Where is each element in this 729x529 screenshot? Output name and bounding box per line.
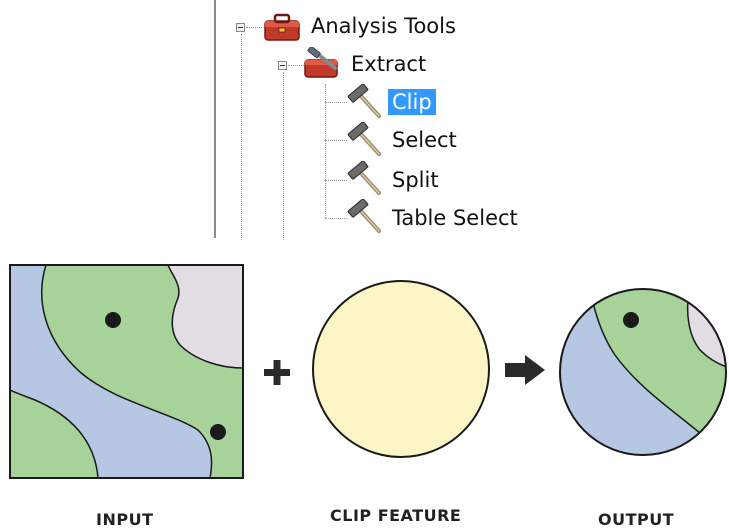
input-caption: INPUT bbox=[96, 510, 154, 529]
point-feature bbox=[105, 312, 121, 328]
hammer-icon bbox=[347, 122, 381, 156]
tree-guide-line bbox=[246, 27, 262, 28]
collapse-toggle-extract[interactable] bbox=[278, 61, 287, 70]
point-feature bbox=[210, 424, 226, 440]
tree-item-split[interactable]: Split bbox=[392, 168, 439, 192]
tree-guide-line bbox=[288, 65, 304, 66]
tree-guide-line bbox=[325, 180, 347, 181]
tree-item-select[interactable]: Select bbox=[392, 128, 457, 152]
hammer-icon bbox=[347, 84, 381, 118]
tree-guide-line bbox=[325, 102, 347, 103]
collapse-toggle-analysis-tools[interactable] bbox=[236, 23, 245, 32]
tree-item-clip[interactable]: Clip bbox=[388, 89, 436, 115]
panel-separator bbox=[214, 0, 216, 238]
hammer-icon bbox=[347, 161, 381, 195]
clip-diagram: INPUT CLIP FEATURE OUTPUT bbox=[0, 240, 729, 529]
toolset-icon bbox=[304, 47, 338, 78]
plus-icon bbox=[264, 360, 290, 385]
input-map bbox=[10, 265, 243, 478]
output-map bbox=[560, 289, 726, 455]
tree-item-analysis-tools[interactable]: Analysis Tools bbox=[311, 14, 456, 38]
arrow-right-icon bbox=[505, 355, 545, 385]
tree-guide-line bbox=[325, 218, 347, 219]
hammer-icon bbox=[347, 199, 381, 233]
tree-guide-line bbox=[283, 72, 284, 240]
clip-diagram-graphic bbox=[9, 264, 727, 479]
tree-guide-line bbox=[325, 140, 347, 141]
clip-feature-caption: CLIP FEATURE bbox=[330, 506, 462, 525]
point-feature bbox=[623, 312, 639, 328]
output-caption: OUTPUT bbox=[598, 510, 675, 529]
clip-feature-circle bbox=[312, 280, 490, 458]
tree-item-table-select[interactable]: Table Select bbox=[392, 206, 518, 230]
tree-item-extract[interactable]: Extract bbox=[351, 52, 427, 76]
toolbox-icon bbox=[264, 13, 300, 41]
tree-guide-line bbox=[325, 84, 326, 218]
tree-view: Analysis Tools Extract Clip Select Split… bbox=[0, 0, 729, 240]
tree-guide-line bbox=[241, 34, 242, 240]
